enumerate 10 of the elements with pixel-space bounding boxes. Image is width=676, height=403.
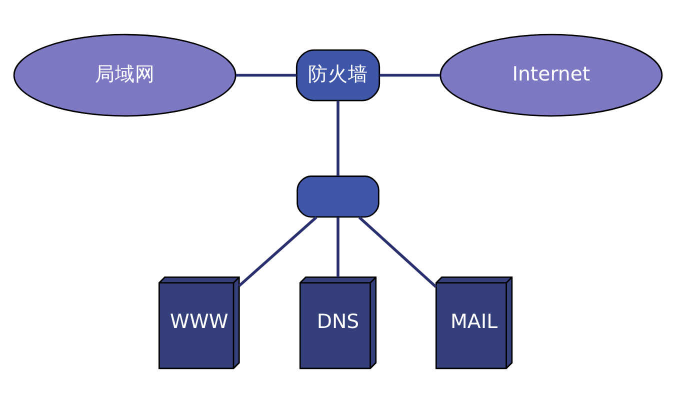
connector	[358, 216, 437, 288]
node-box: 防火墙	[296, 49, 380, 102]
node-ellipse: 局域网	[13, 34, 236, 117]
node-box	[296, 176, 380, 218]
connector	[236, 74, 297, 77]
connector	[336, 217, 340, 278]
connector	[238, 216, 318, 287]
node-ellipse: Internet	[440, 34, 663, 117]
connector	[336, 100, 340, 176]
connector	[380, 74, 440, 77]
